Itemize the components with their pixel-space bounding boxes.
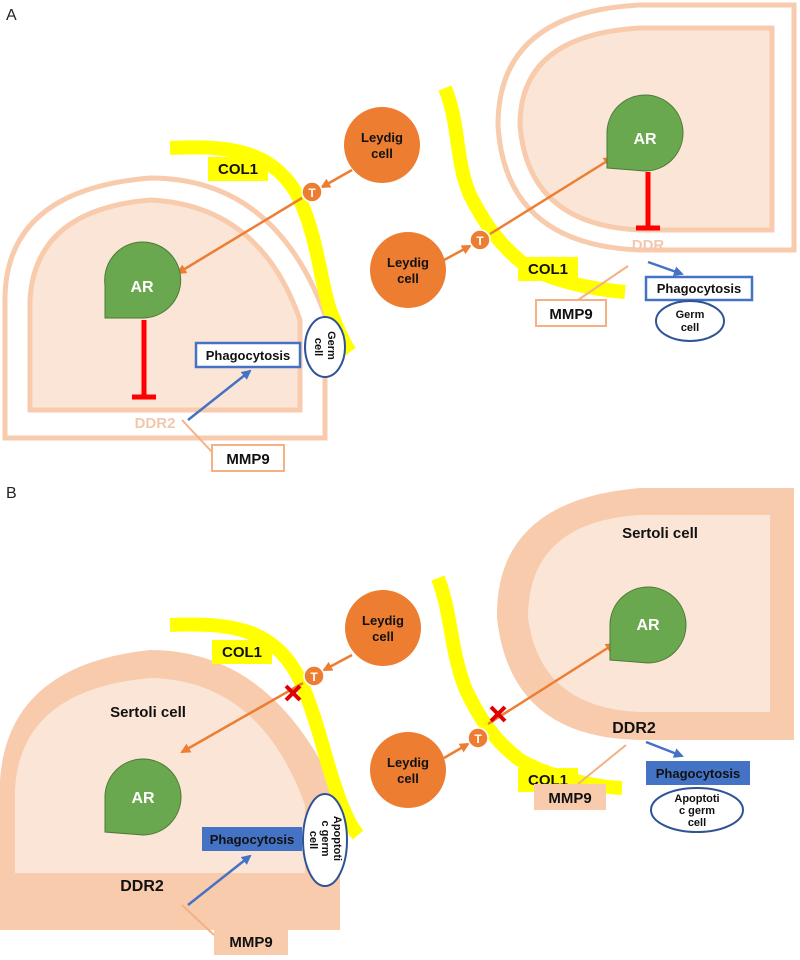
panel-a-phagocytosis-box-left: Phagocytosis	[194, 341, 302, 369]
panel-b-block-x-right	[489, 705, 507, 723]
panel-b-sertoli-label-right: Sertoli cell	[622, 525, 698, 542]
panel-b-leydig-cell-middle: Leydig cell	[370, 732, 446, 808]
panel-a-leydig-cell-middle: Leydig cell	[370, 232, 446, 308]
germ-label-line2: cell	[312, 338, 324, 356]
panel-a-germ-cell-left: Germ cell	[304, 316, 346, 378]
leydig-label-line2: cell	[397, 771, 419, 786]
panel-a-inhibition-right	[636, 172, 660, 231]
panel-a-arrow-t-to-ar-right	[489, 156, 614, 236]
panel-b-mmp9-box-left: MMP9	[214, 927, 288, 955]
mmp9-label: MMP9	[226, 451, 269, 468]
germ-cell-label: Germ cell	[312, 331, 337, 363]
germ-label-line1: Germ	[325, 331, 337, 360]
mmp9-label: MMP9	[229, 934, 272, 951]
apoptotic-label-line3: cell	[307, 831, 319, 849]
phagocytosis-label: Phagocytosis	[210, 832, 295, 847]
leydig-label-line1: Leydig	[362, 613, 404, 628]
apoptotic-cell-label: Apoptoti c germ cell	[307, 816, 343, 864]
panel-b-phagocytosis-box-right: Phagocytosis	[646, 761, 750, 785]
panel-a-line-ddr-to-mmp9-right	[577, 265, 629, 301]
panel-a-col1-box-left	[208, 157, 268, 181]
panel-a-line-ddr2-to-mmp9	[181, 419, 213, 453]
panel-b-phagocytosis-box-left: Phagocytosis	[202, 827, 302, 851]
panel-b-apoptotic-germ-cell-right: Apoptoti c germ cell	[650, 787, 744, 833]
germ-label-line1: Germ	[676, 309, 705, 321]
leydig-label-line1: Leydig	[361, 130, 403, 145]
panel-a-leydig-cell-top: Leydig cell	[344, 107, 420, 183]
ar-label: AR	[633, 131, 657, 148]
panel-a-col1-strand-right	[438, 85, 626, 299]
panel-a-arrow-ddr-to-phagocytosis-right	[647, 260, 684, 277]
leydig-label-line2: cell	[372, 629, 394, 644]
panel-a-col1-label-right: COL1	[528, 261, 568, 278]
panel-b-block-x-left	[284, 684, 302, 702]
panel-b-line-ddr2-to-mmp9-right	[577, 744, 627, 785]
panel-a-ar-right: AR	[606, 94, 684, 172]
panel-a-testosterone-left: T	[301, 181, 323, 203]
panel-a-ddr-label-right: DDR	[632, 237, 665, 254]
apoptotic-label-line3: cell	[688, 817, 706, 829]
panel-a-phagocytosis-box-right: Phagocytosis	[644, 275, 754, 302]
panel-b-sertoli-label-left: Sertoli cell	[110, 704, 186, 721]
panel-a-letter: A	[6, 7, 17, 24]
panel-a-col1-label-left: COL1	[218, 161, 258, 178]
panel-a-inhibition-left	[132, 320, 156, 400]
apoptotic-label-line2: c germ	[319, 820, 331, 856]
ar-label: AR	[636, 617, 660, 634]
panel-a-col1-box-right	[518, 257, 578, 281]
panel-a-germ-cell-right: Germ cell	[655, 300, 725, 342]
apoptotic-label-line1: Apoptoti	[331, 816, 343, 861]
phagocytosis-label: Phagocytosis	[206, 348, 291, 363]
panel-a-mmp9-box-left: MMP9	[211, 444, 285, 472]
panel-b-ar-left: AR	[104, 758, 182, 836]
panel-b-arrow-t-to-ar-left	[180, 681, 304, 754]
leydig-label-line2: cell	[397, 271, 419, 286]
panel-b-col1-box-left	[212, 640, 272, 664]
panel-b-testosterone-right: T	[467, 727, 489, 749]
panel-b-arrow-leydig-to-t	[322, 653, 353, 672]
panel-b-col1-label-left: COL1	[222, 644, 262, 661]
panel-a-ar-left: AR	[104, 241, 182, 319]
panel-b-arrow-ddr2-to-phagocytosis-right	[645, 740, 684, 758]
panel-a-testosterone-right: T	[469, 229, 491, 251]
panel-a-arrow-leydig-to-t	[320, 168, 353, 189]
panel-b-ar-right: AR	[609, 586, 687, 664]
panel-a-mmp9-box-right: MMP9	[535, 299, 607, 327]
panel-b-arrow-t-to-ar-right	[487, 642, 616, 726]
phagocytosis-label: Phagocytosis	[657, 281, 742, 296]
leydig-label-line2: cell	[371, 146, 393, 161]
panel-a-arrow-ddr2-to-phagocytosis	[187, 369, 252, 421]
mmp9-label: MMP9	[549, 306, 592, 323]
apoptotic-label-line1: Apoptoti	[674, 793, 719, 805]
panel-a-ddr2-label: DDR2	[135, 415, 176, 432]
leydig-label-line1: Leydig	[387, 255, 429, 270]
apoptotic-label-line2: c germ	[679, 805, 715, 817]
leydig-label-line1: Leydig	[387, 755, 429, 770]
panel-a-arrow-leydig-to-t-right	[443, 244, 472, 262]
panel-b-ddr2-label-left: DDR2	[120, 878, 164, 895]
t-label: T	[474, 732, 482, 746]
panel-b-leydig-cell-top: Leydig cell	[345, 590, 421, 666]
phagocytosis-label: Phagocytosis	[656, 766, 741, 781]
panel-b-line-ddr2-to-mmp9	[181, 904, 215, 936]
panel-b-col1-strand-left	[169, 617, 364, 840]
panel-b-ddr2-label-right: DDR2	[612, 720, 656, 737]
ar-label: AR	[130, 279, 154, 296]
germ-label-line2: cell	[681, 322, 699, 334]
panel-b-testosterone-left: T	[303, 665, 325, 687]
ar-label: AR	[131, 790, 155, 807]
t-label: T	[476, 234, 484, 248]
panel-a-arrow-t-to-ar-left	[176, 196, 303, 275]
mmp9-label: MMP9	[548, 790, 591, 807]
panel-b-apoptotic-germ-cell-left: Apoptoti c germ cell	[302, 793, 348, 887]
t-label: T	[308, 186, 316, 200]
panel-b-arrow-leydig-to-t-right	[443, 742, 470, 760]
t-label: T	[310, 670, 318, 684]
panel-b-letter: B	[6, 485, 17, 502]
panel-b-mmp9-box-right: MMP9	[534, 784, 606, 810]
panel-b-arrow-ddr2-to-phagocytosis	[187, 854, 252, 906]
